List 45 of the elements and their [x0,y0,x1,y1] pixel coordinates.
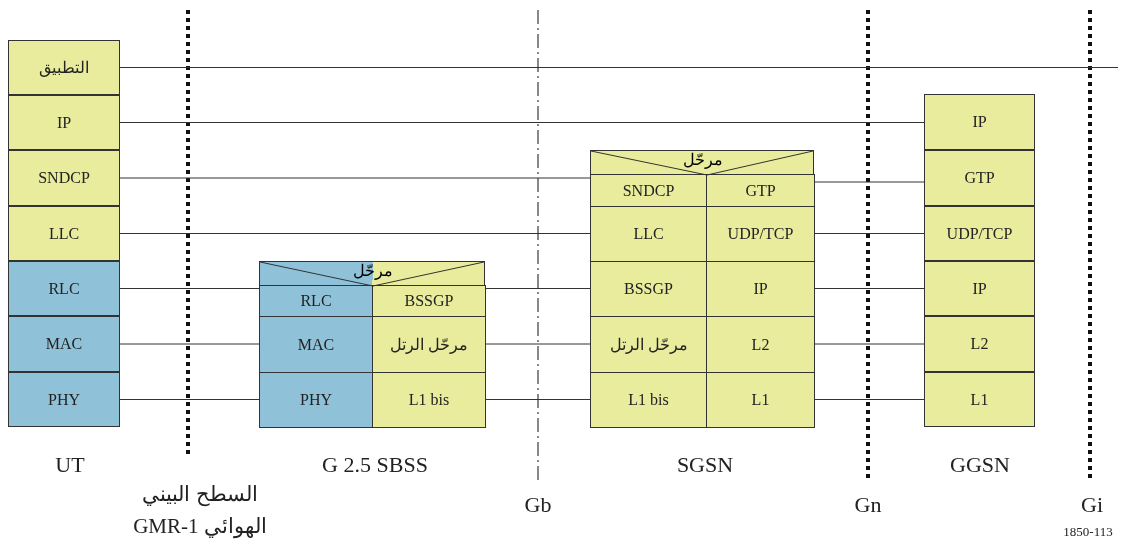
protocol-layer-cell: SNDCP [8,150,120,206]
node-label: G 2.5 SBSS [322,452,428,478]
relay-label: مرحّل [681,151,725,169]
interface-label: Gb [524,492,552,518]
protocol-layer-cell: L2 [924,316,1035,372]
connector-line [813,181,925,183]
interface-label: Gn [854,492,882,518]
protocol-layer-cell: L1 [706,372,815,428]
relay-block [259,261,485,427]
protocol-layer-cell: RLC [8,261,120,316]
connector-line [119,67,1119,68]
interface-label: السطح البيني الهوائي GMR-1 [132,481,268,541]
protocol-layer-cell: BSSGP [372,285,486,317]
protocol-layer-cell: IP [924,261,1035,316]
protocol-layer-cell: PHY [8,372,120,427]
protocol-layer-cell: LLC [8,206,120,261]
protocol-layer-cell: IP [8,95,120,150]
node-label: GGSN [950,452,1010,478]
connector-line [813,399,925,400]
connector-line [813,288,925,289]
protocol-layer-cell: التطبيق [8,40,120,95]
interface-label: Gi [1081,492,1103,518]
connector-line [119,122,925,123]
connector-line [119,233,591,234]
connector-line [119,177,591,179]
connector-line [484,343,591,345]
protocol-layer-cell: L1 [924,372,1035,427]
node-label: SGSN [676,452,734,478]
protocol-layer-cell: L1 bis [372,372,486,428]
connector-line [119,399,260,400]
figure-number: 1850-113 [1063,524,1113,540]
protocol-layer-cell: MAC [8,316,120,372]
protocol-layer-cell: GTP [924,150,1035,206]
node-label: UT [55,452,85,478]
relay-label: مرحّل [351,262,395,280]
connector-line [484,288,591,289]
connector-line [484,399,591,400]
protocol-layer-cell: GTP [706,174,815,207]
relay-block [590,150,814,427]
protocol-layer-cell: UDP/TCP [924,206,1035,261]
connector-line [119,343,260,345]
connector-line [813,233,925,234]
connector-line [813,343,925,345]
connector-line [119,288,260,289]
protocol-layer-cell: IP [924,94,1035,150]
